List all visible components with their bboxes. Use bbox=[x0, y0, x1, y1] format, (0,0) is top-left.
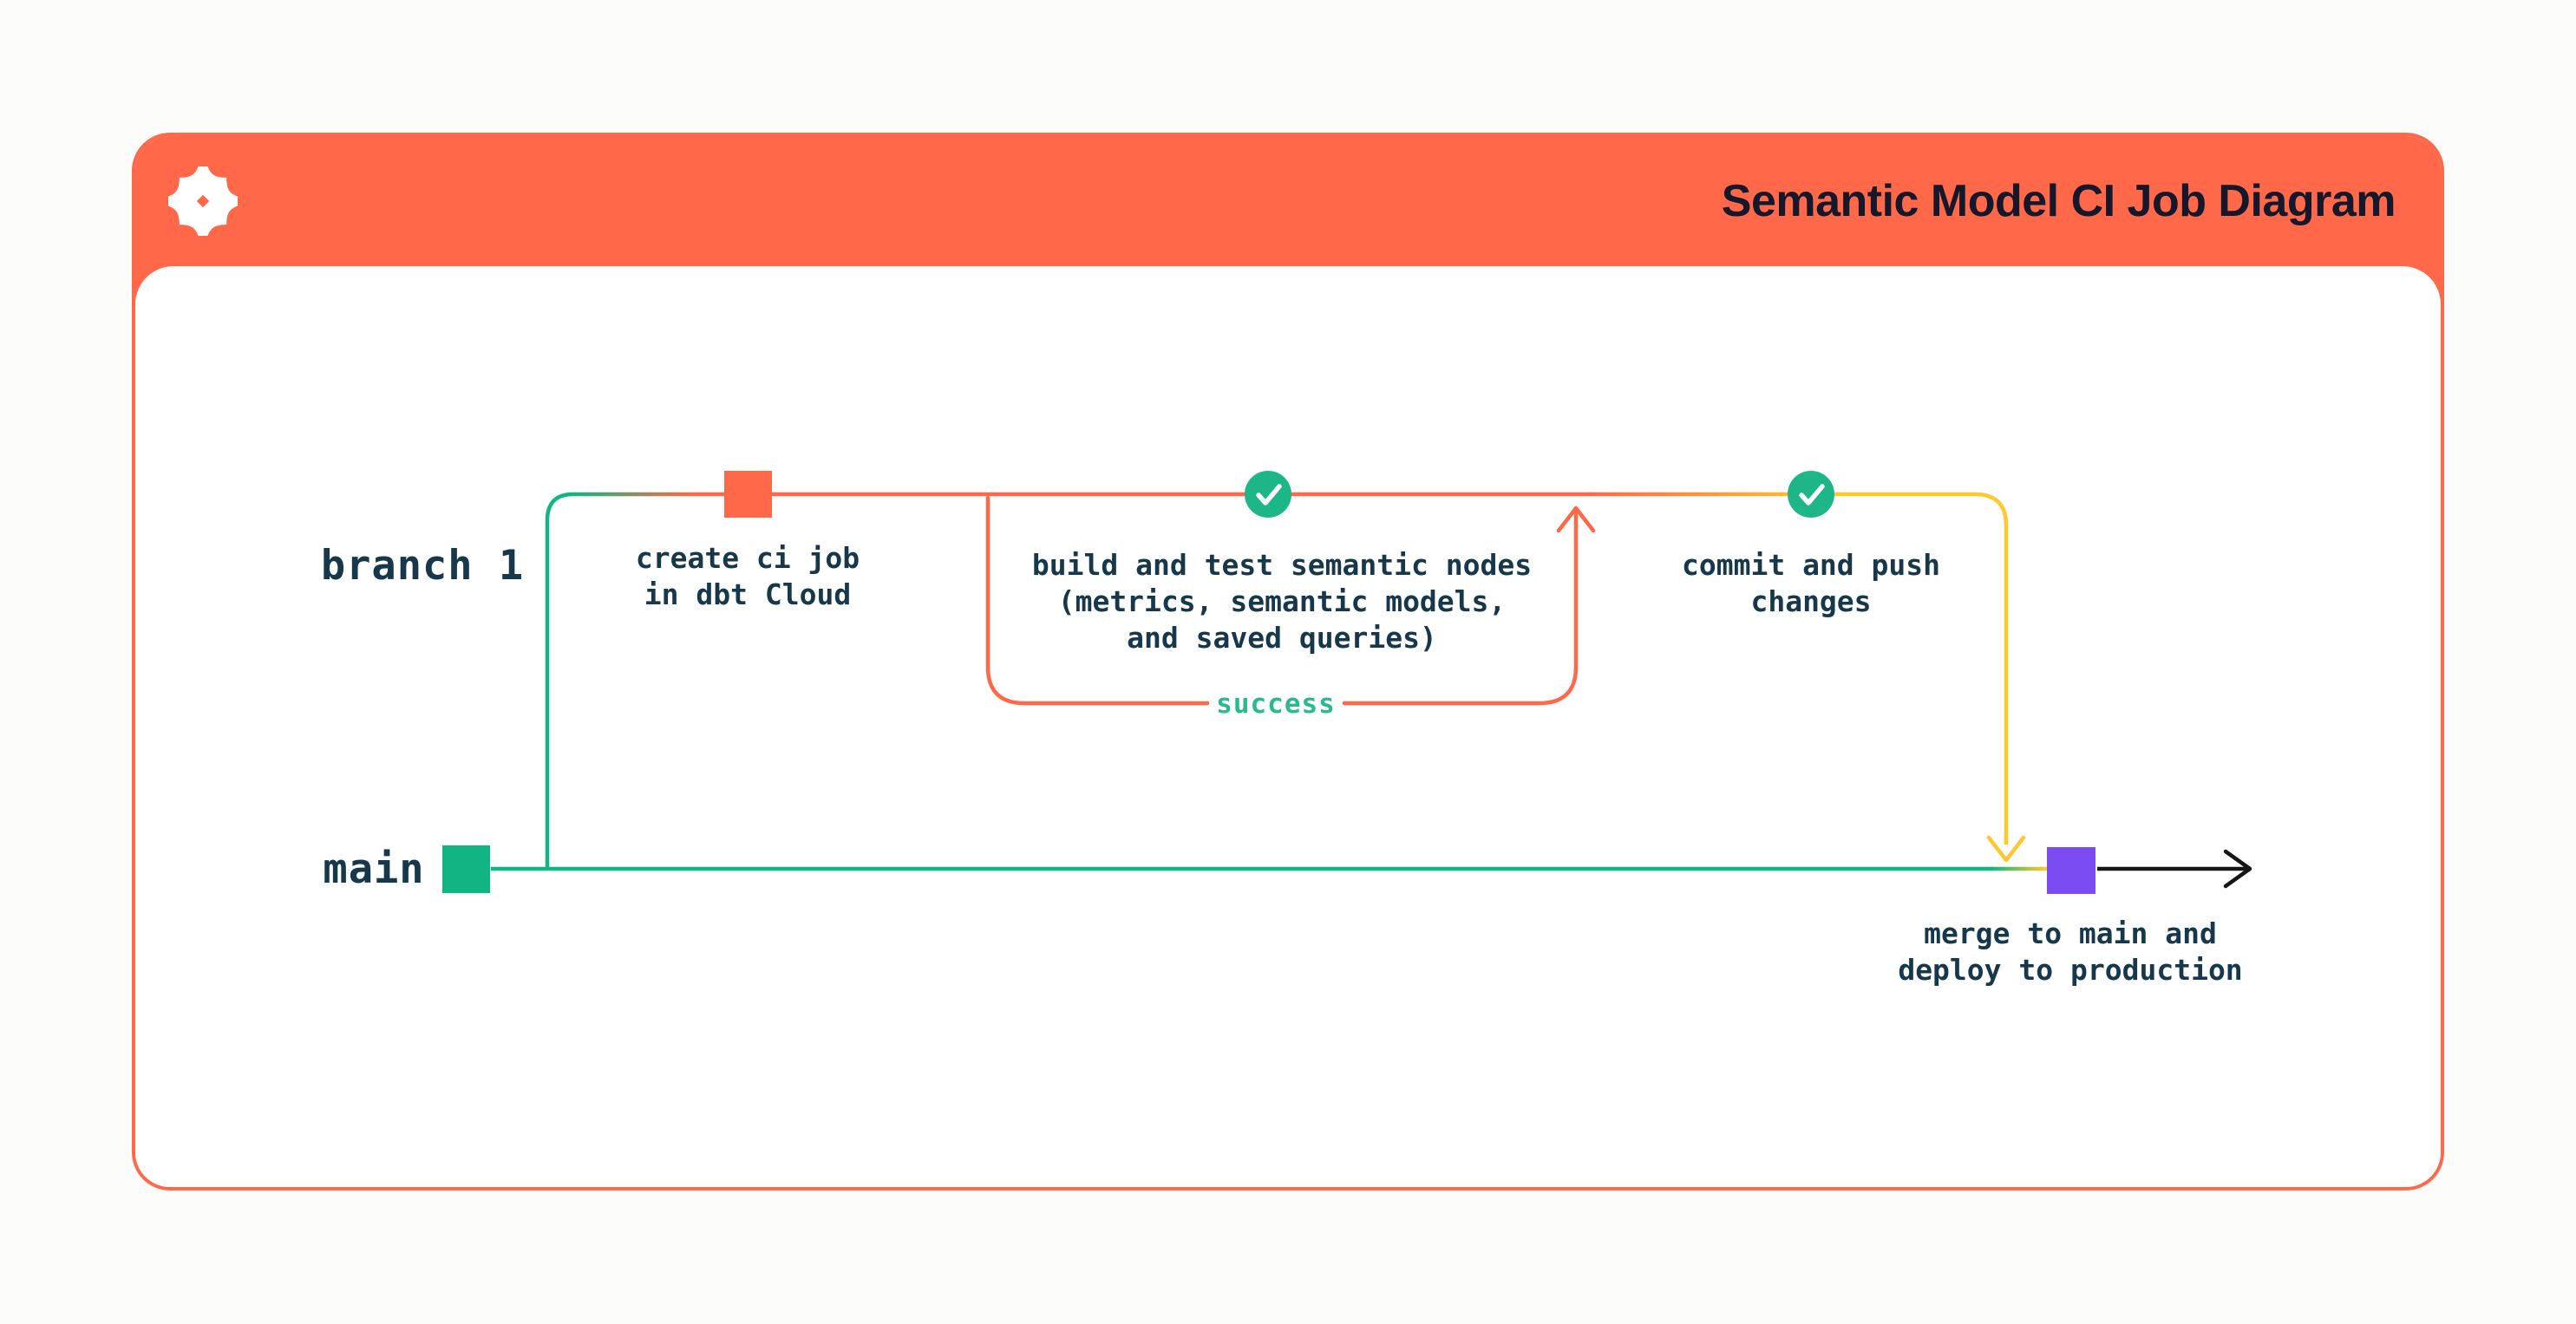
page-title: Semantic Model CI Job Diagram bbox=[1721, 176, 2396, 226]
success-loop-right bbox=[1342, 509, 1579, 706]
branch-line-start bbox=[545, 492, 733, 867]
merge-down-arrowhead-icon bbox=[1986, 835, 2026, 863]
production-arrowhead-icon bbox=[2223, 849, 2252, 889]
step-label-create-ci-job: create ci job in dbt Cloud bbox=[635, 541, 860, 611]
success-loop-left bbox=[985, 495, 1210, 706]
diagram-card: Semantic Model CI Job Diagram bbox=[132, 133, 2444, 1190]
success-label: success bbox=[1216, 688, 1336, 720]
card-body bbox=[135, 266, 2441, 1187]
branch-1-label: branch 1 bbox=[320, 542, 525, 590]
success-up-arrowhead-icon bbox=[1556, 505, 1596, 533]
commit-push-check-icon bbox=[1788, 471, 1834, 518]
step-label-commit-and-push: commit and push changes bbox=[1681, 548, 1941, 618]
step-label-build-and-test: build and test semantic nodes (metrics, … bbox=[1031, 548, 1533, 655]
dbt-logo-icon bbox=[168, 166, 238, 236]
main-label: main bbox=[323, 845, 425, 893]
main-commit-square bbox=[442, 845, 490, 893]
step-label-merge-deploy: merge to main and deploy to production bbox=[1898, 916, 2243, 987]
build-test-check-icon bbox=[1245, 471, 1291, 518]
create-ci-job-square bbox=[724, 471, 772, 518]
branch-line-yellow bbox=[1844, 492, 2009, 845]
merge-commit-square bbox=[2047, 847, 2095, 894]
